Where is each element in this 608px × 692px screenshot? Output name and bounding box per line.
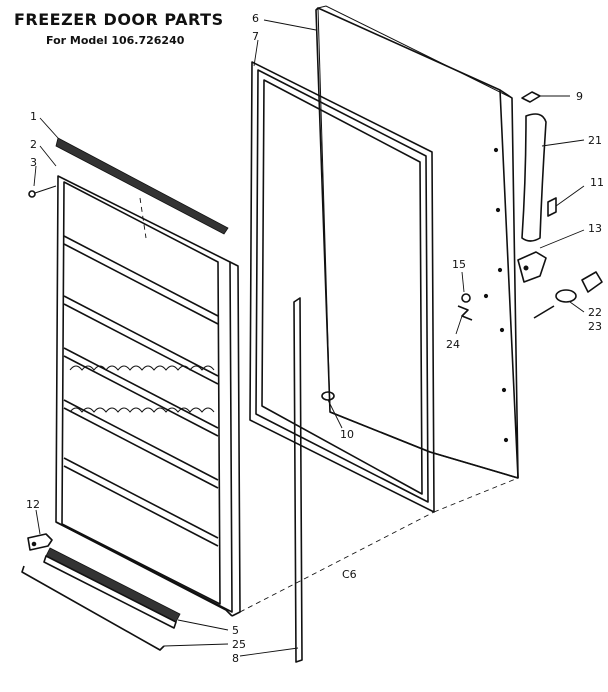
callout-13: 13 (588, 222, 602, 235)
callout-23: 23 (588, 320, 602, 333)
liner-shelf-ribs (63, 235, 219, 547)
handle-cap-part-9 (521, 91, 541, 103)
callout-5: 5 (232, 624, 239, 637)
diagram-title: FREEZER DOOR PARTS (14, 10, 224, 29)
door-handle-part-21 (521, 113, 547, 242)
lock-assembly-part-13 (517, 251, 547, 283)
nut-part-15 (461, 293, 489, 303)
seal-strip-part-8 (293, 297, 303, 663)
callout-11: 11 (590, 176, 604, 189)
callout-15: 15 (452, 258, 466, 271)
callout-7: 7 (252, 30, 259, 43)
leader-lines (33, 19, 585, 657)
callout-12: 12 (26, 498, 40, 511)
panel-screw-holes (493, 147, 509, 443)
door-gasket-part-7 (249, 61, 435, 513)
assembly-dash-lines (239, 477, 519, 613)
wire-hinge-part-25 (21, 565, 165, 651)
hinge-bracket-part-12 (27, 533, 53, 551)
diagram-subtitle: For Model 106.726240 (46, 34, 185, 47)
lock-key-part-22 (581, 271, 603, 293)
callout-22: 22 (588, 306, 602, 319)
bottom-trim-part-5 (43, 547, 181, 629)
plug-part-10 (321, 391, 335, 401)
callout-labels: 1 2 3 6 7 9 21 11 13 15 22 23 24 10 12 5… (26, 12, 604, 665)
callout-8: 8 (232, 652, 239, 665)
callout-6: 6 (252, 12, 259, 25)
inner-door-liner (55, 175, 241, 617)
screw-part-3 (28, 185, 57, 198)
handle-clip-part-11 (547, 197, 557, 217)
lock-cylinder-part-23 (533, 289, 577, 319)
callout-9: 9 (576, 90, 583, 103)
top-trim-part-1 (55, 137, 229, 235)
callout-3: 3 (30, 156, 37, 169)
callout-25: 25 (232, 638, 246, 651)
drawing-code: C6 (342, 568, 357, 581)
callout-24: 24 (446, 338, 460, 351)
callout-2: 2 (30, 138, 37, 151)
callout-21: 21 (588, 134, 602, 147)
spring-clip-part-24 (457, 305, 473, 321)
callout-10: 10 (340, 428, 354, 441)
callout-1: 1 (30, 110, 37, 123)
liner-shelf-scallops (69, 365, 215, 413)
outer-door-panel-part-6 (315, 5, 519, 479)
